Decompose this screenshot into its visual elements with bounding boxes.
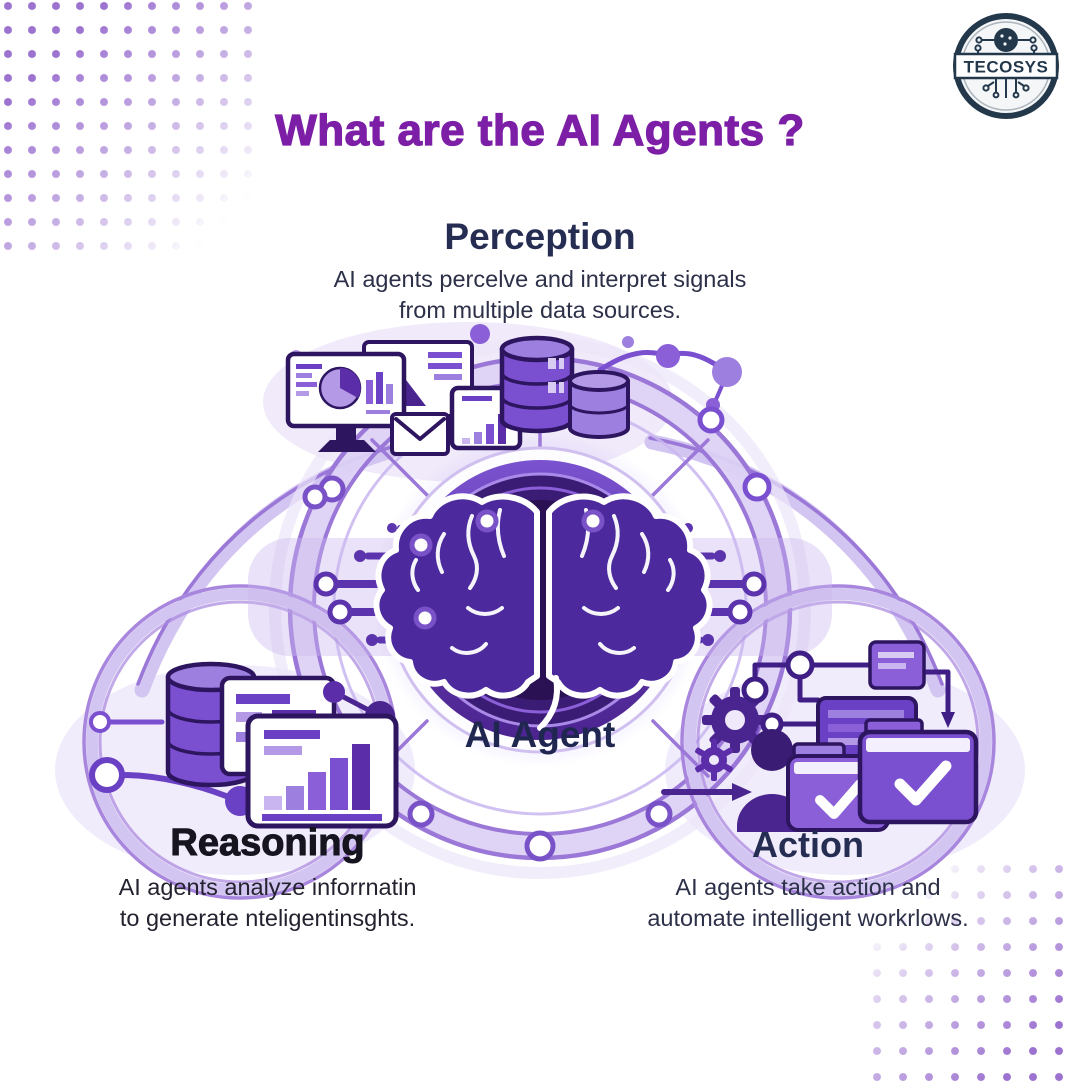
brain-icon	[373, 493, 713, 731]
perception-line2: from multiple data sources.	[398, 297, 682, 323]
flowchart-icon	[741, 650, 955, 736]
ai-agent-label: AI Agent	[464, 714, 616, 755]
action-line1: AI agents take action and	[675, 874, 941, 900]
perception-line1: AI agents percelve and interpret signals	[333, 266, 747, 292]
mini-gear-icon	[695, 739, 733, 781]
reasoning-icons	[89, 661, 399, 829]
reasoning-line2: to generate nteligentinsghts.	[119, 905, 416, 931]
logo-circuit-decoration	[974, 28, 1038, 99]
action-heading: Action	[752, 824, 864, 865]
folder-check-large-icon	[857, 718, 979, 825]
perception-heading: Perception	[444, 216, 636, 257]
monitor-chart-icon	[285, 351, 407, 452]
network-dots-icon	[290, 324, 772, 502]
reasoning-description: AI agents analyze inforrnatin to generat…	[85, 872, 450, 934]
perception-icons	[285, 335, 630, 456]
database-small-icon	[568, 370, 630, 439]
action-icons	[661, 640, 979, 832]
gear-icon	[702, 687, 768, 753]
page-title: What are the AI Agents ?	[275, 105, 805, 155]
database-icon	[499, 335, 575, 434]
small-card-icon	[868, 640, 926, 690]
envelope-icon	[390, 412, 450, 456]
arrow-right-icon	[661, 783, 752, 801]
tecosys-logo: TECOSYS	[953, 13, 1059, 119]
reasoning-line1: AI agents analyze inforrnatin	[118, 874, 417, 900]
reasoning-heading: Reasoning	[170, 822, 365, 865]
logo-text: TECOSYS	[964, 58, 1049, 77]
action-line2: automate intelligent workrlows.	[647, 905, 969, 931]
bar-chart-card-icon	[245, 713, 399, 829]
action-description: AI agents take action and automate intel…	[628, 872, 988, 934]
perception-description: AI agents percelve and interpret signals…	[0, 264, 1080, 326]
ai-brain-badge	[372, 432, 713, 768]
